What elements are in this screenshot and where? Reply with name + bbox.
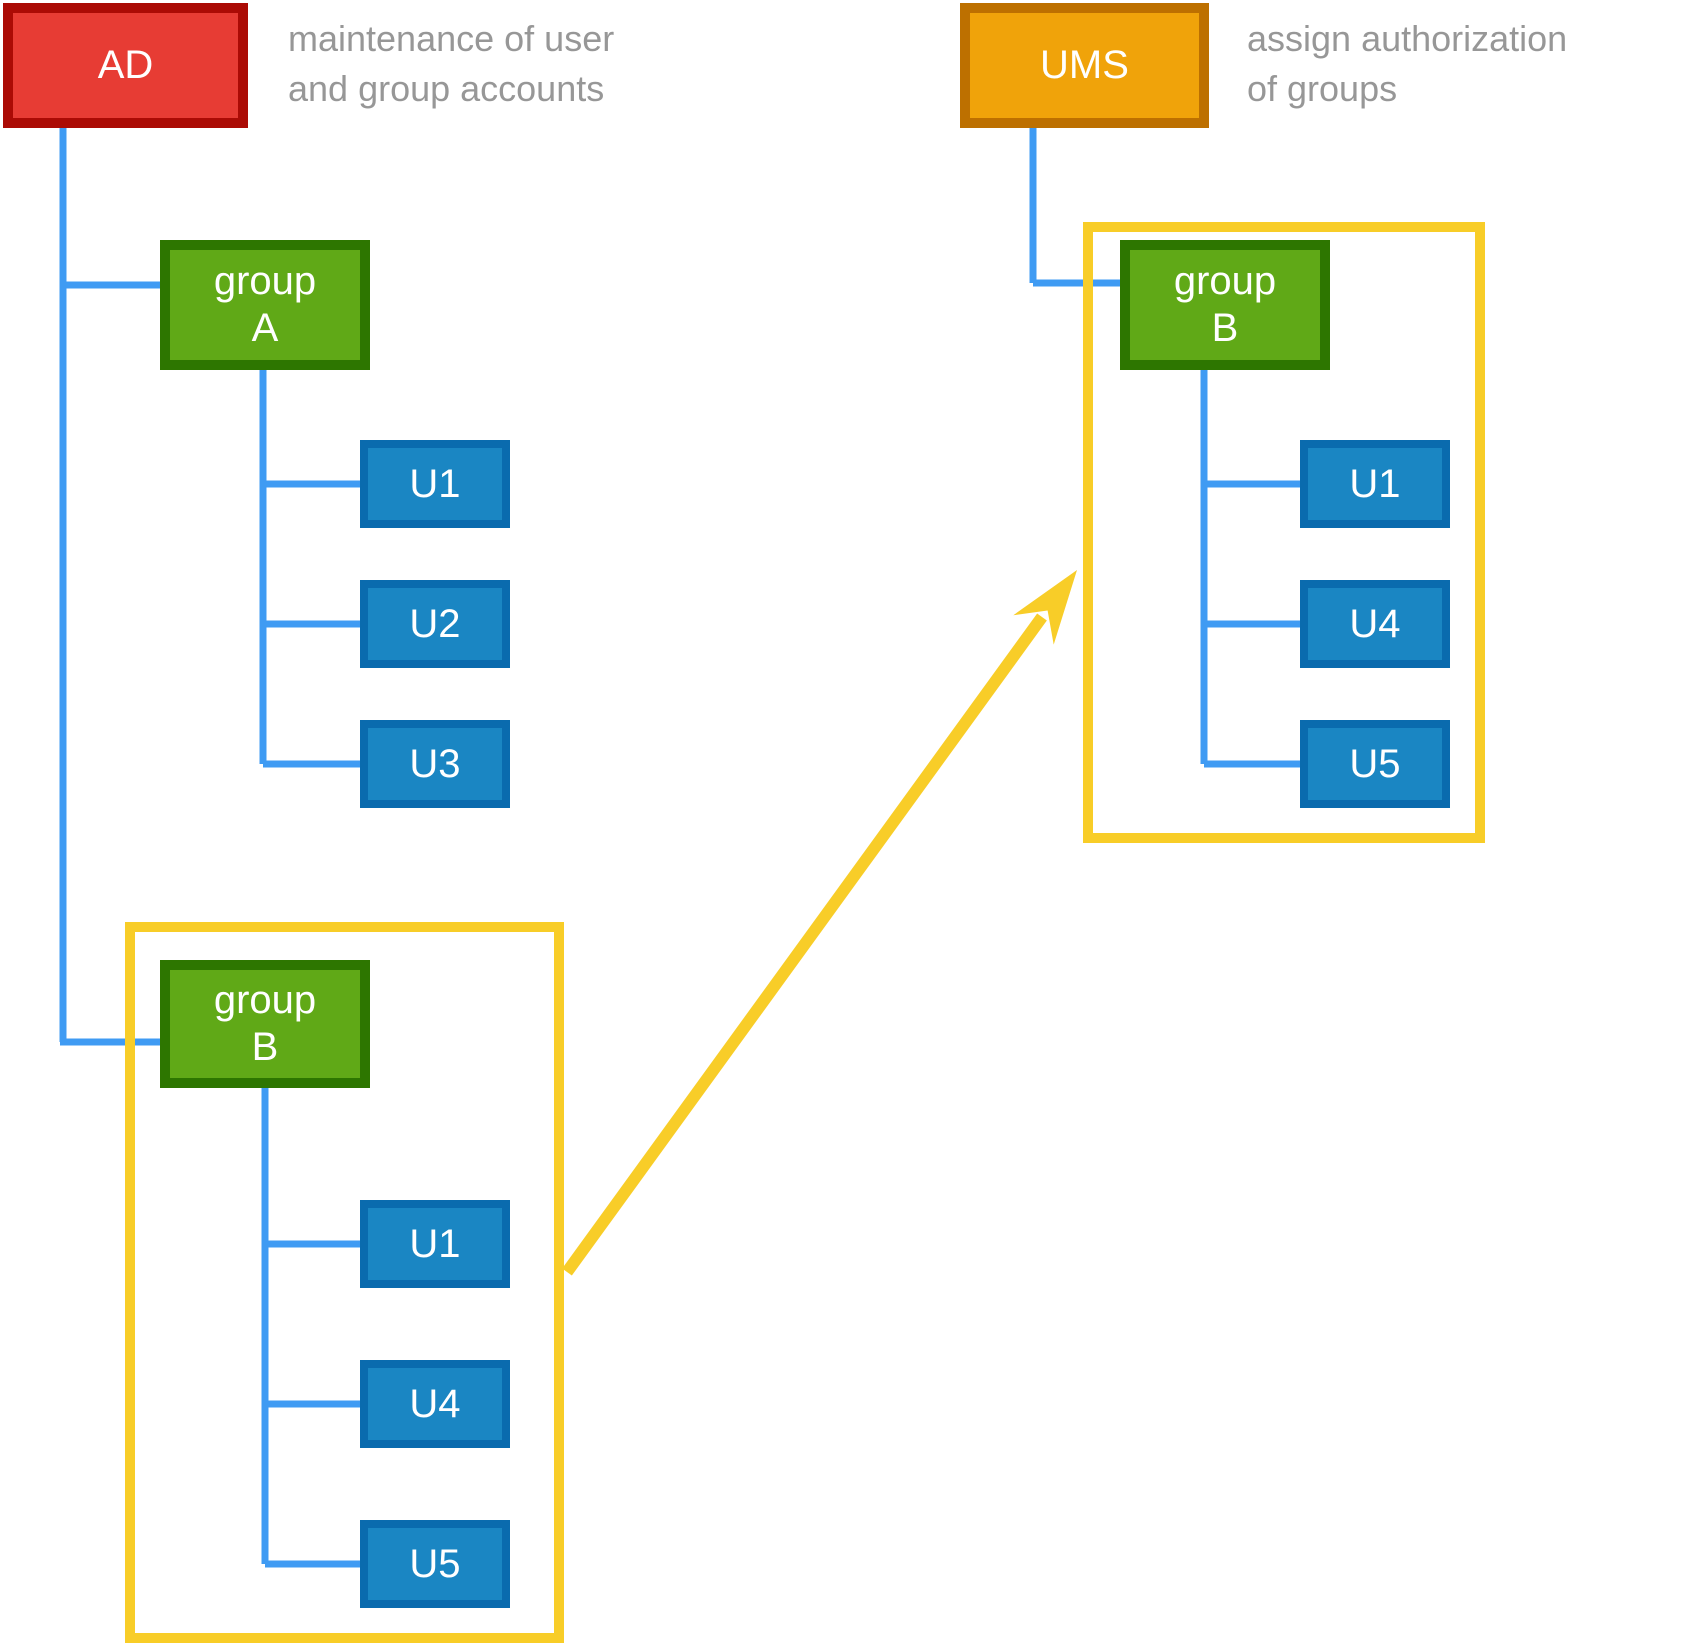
group-a-label-line-1: group	[213, 259, 317, 303]
user-node-b-ad-u4: U4	[360, 1360, 510, 1448]
user-node-a-u3: U3	[360, 720, 510, 808]
user-label: U5	[409, 1541, 461, 1586]
user-label: U3	[409, 741, 461, 786]
ums-node: UMS	[960, 3, 1209, 128]
group-b-ad-label-line-1: group	[213, 978, 317, 1022]
user-label: U2	[409, 601, 461, 646]
group-b-ums-frame	[1083, 222, 1485, 843]
group-b-ums-label-line-2: B	[1211, 306, 1239, 350]
user-label: U5	[1349, 741, 1401, 786]
user-node-b-ums-u4: U4	[1300, 580, 1450, 668]
user-node-b-ums-u1: U1	[1300, 440, 1450, 528]
user-label: U4	[1349, 601, 1401, 646]
user-node-a-u1: U1	[360, 440, 510, 528]
user-node-a-u2: U2	[360, 580, 510, 668]
group-b-ad-frame	[125, 922, 564, 1643]
user-node-b-ad-u1: U1	[360, 1200, 510, 1288]
ums-caption-line-2: of groups	[1247, 68, 1398, 109]
user-node-b-ad-u5: U5	[360, 1520, 510, 1608]
group-a-node: group A	[160, 240, 370, 370]
ad-caption-line-1: maintenance of user	[288, 18, 615, 59]
group-b-ums-node: group B	[1120, 240, 1330, 370]
user-node-b-ums-u5: U5	[1300, 720, 1450, 808]
group-b-ad-node: group B	[160, 960, 370, 1088]
user-label: U4	[409, 1381, 461, 1426]
ad-node: AD	[3, 3, 248, 128]
ad-caption: maintenance of user and group accounts	[288, 14, 614, 114]
sync-arrow-shaft	[562, 613, 1047, 1276]
sync-arrow-head	[1013, 570, 1077, 645]
group-a-label-line-2: A	[251, 306, 279, 350]
user-label: U1	[1349, 461, 1401, 506]
user-label: U1	[409, 461, 461, 506]
ad-caption-line-2: and group accounts	[288, 68, 605, 109]
group-b-ad-label-line-2: B	[251, 1025, 279, 1069]
ad-node-label: AD	[97, 43, 154, 87]
ums-caption-line-1: assign authorization	[1247, 18, 1568, 59]
user-label: U1	[409, 1221, 461, 1266]
ums-caption: assign authorization of groups	[1247, 14, 1567, 114]
ums-node-label: UMS	[1040, 43, 1129, 87]
group-b-ums-label-line-1: group	[1173, 259, 1277, 303]
